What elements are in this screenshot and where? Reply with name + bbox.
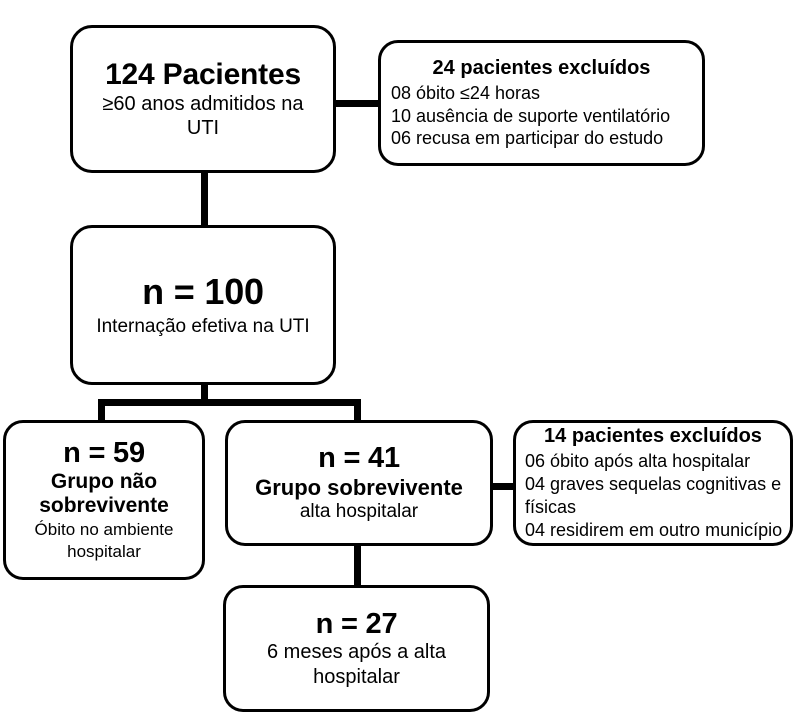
node-n100[interactable]: n = 100 Internação efetiva na UTI <box>70 225 336 385</box>
node-n59-group-line1: Grupo não <box>50 469 158 493</box>
node-total-patients-line2: UTI <box>186 117 220 140</box>
node-n100-subtitle: Internação efetiva na UTI <box>96 316 310 338</box>
node-excluded-24[interactable]: 24 pacientes excluídos 08 óbito ≤24 hora… <box>378 40 705 166</box>
node-excluded-14-reason-2: 04 graves sequelas cognitivas e físicas <box>525 474 782 517</box>
connector-split-left-drop <box>98 399 105 424</box>
node-n27-detail-line1: 6 meses após a alta <box>267 641 446 664</box>
node-n59-detail-line1: Óbito no ambiente <box>34 520 174 540</box>
connector-n41-to-excluded14 <box>490 483 516 490</box>
node-excluded-24-reason-2: 10 ausência de suporte ventilatório <box>391 105 671 126</box>
node-n59-detail-line2: hospitalar <box>67 542 141 561</box>
connector-split-right-drop <box>354 399 361 424</box>
node-excluded-24-reason-3: 06 recusa em participar do estudo <box>391 128 664 149</box>
node-n100-headline: n = 100 <box>142 271 264 313</box>
node-n41-headline: n = 41 <box>318 442 400 475</box>
node-total-patients-line1: ≥60 anos admitidos na <box>102 92 304 115</box>
node-n41-survivors[interactable]: n = 41 Grupo sobrevivente alta hospitala… <box>225 420 493 546</box>
node-excluded-14-reason-1: 06 óbito após alta hospitalar <box>525 451 751 472</box>
node-n41-group: Grupo sobrevivente <box>255 474 463 500</box>
node-n27-headline: n = 27 <box>315 607 398 640</box>
node-total-patients-headline: 124 Pacientes <box>105 57 301 91</box>
connector-n41-to-n27 <box>354 543 361 588</box>
node-n59-nonsurvivors[interactable]: n = 59 Grupo não sobrevivente Óbito no a… <box>3 420 205 580</box>
node-excluded-24-headline: 24 pacientes excluídos <box>432 56 651 79</box>
node-excluded-14-reason-3: 04 residirem em outro município <box>525 519 783 540</box>
connector-top-to-n100 <box>201 170 208 228</box>
node-n59-headline: n = 59 <box>63 437 145 470</box>
connector-top-to-excluded24 <box>333 100 381 107</box>
node-excluded-14[interactable]: 14 pacientes excluídos 06 óbito após alt… <box>513 420 793 546</box>
node-total-patients[interactable]: 124 Pacientes ≥60 anos admitidos na UTI <box>70 25 336 173</box>
node-n27-followup[interactable]: n = 27 6 meses após a alta hospitalar <box>223 585 490 712</box>
connector-split-bar <box>98 399 361 406</box>
node-n59-group-line2: sobrevivente <box>39 494 169 518</box>
node-excluded-14-headline: 14 pacientes excluídos <box>544 425 762 448</box>
node-n27-detail-line2: hospitalar <box>313 665 400 688</box>
node-excluded-24-reason-1: 08 óbito ≤24 horas <box>391 82 540 103</box>
connector-n100-stub <box>201 382 208 404</box>
node-n41-detail: alta hospitalar <box>299 500 419 522</box>
